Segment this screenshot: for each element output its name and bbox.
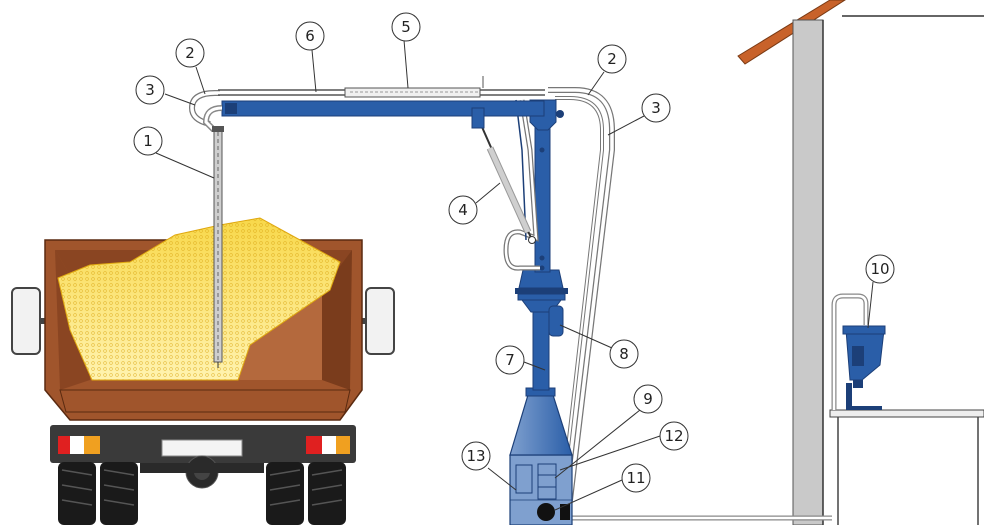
- boom-beam: [222, 101, 544, 116]
- callout-4: 4: [449, 196, 477, 224]
- callout-5-label: 5: [401, 18, 411, 36]
- wheel: [100, 462, 138, 525]
- callout-9-label: 9: [643, 390, 653, 408]
- callout-11: 11: [622, 464, 650, 492]
- callout-12: 12: [660, 422, 688, 450]
- hopper-cone: [510, 395, 572, 455]
- building-roof: [738, 0, 845, 64]
- callout-2-left-label: 2: [185, 44, 195, 62]
- boom: [192, 76, 545, 130]
- callout-2-right-label: 2: [607, 50, 617, 68]
- callout-1: 1: [134, 127, 162, 155]
- callout-3-right-label: 3: [651, 99, 661, 117]
- callout-2-left: 2: [176, 39, 204, 67]
- callout-10-label: 10: [870, 260, 889, 278]
- suction-probe: [212, 126, 224, 368]
- building: [738, 0, 984, 525]
- building-platform: [830, 410, 984, 417]
- right-mirror: [366, 288, 394, 354]
- callout-9: 9: [634, 385, 662, 413]
- callout-5: 5: [392, 13, 420, 41]
- callout-1-label: 1: [143, 132, 153, 150]
- callout-3-right: 3: [642, 94, 670, 122]
- blower-fan: [537, 503, 555, 521]
- callout-3-left: 3: [136, 76, 164, 104]
- callout-7: 7: [496, 346, 524, 374]
- callout-12-label: 12: [664, 427, 683, 445]
- slew-motor: [549, 306, 563, 336]
- truck: [12, 218, 394, 525]
- callout-6: 6: [296, 22, 324, 50]
- left-mirror: [12, 288, 40, 354]
- callout-4-label: 4: [458, 201, 468, 219]
- callout-8-label: 8: [619, 345, 629, 363]
- callout-7-label: 7: [505, 351, 515, 369]
- callout-10: 10: [866, 255, 894, 283]
- building-wall: [793, 20, 823, 525]
- callout-6-label: 6: [305, 27, 315, 45]
- tower: [510, 100, 572, 525]
- callout-11-label: 11: [626, 469, 645, 487]
- wheel: [58, 462, 96, 525]
- callout-2-right: 2: [598, 45, 626, 73]
- wheel: [266, 462, 304, 525]
- callout-3-left-label: 3: [145, 81, 155, 99]
- callout-13: 13: [462, 442, 490, 470]
- callout-8: 8: [610, 340, 638, 368]
- callout-13-label: 13: [466, 447, 485, 465]
- wheel: [308, 462, 346, 525]
- license-plate: [162, 440, 242, 456]
- receiving-bin: [834, 296, 885, 410]
